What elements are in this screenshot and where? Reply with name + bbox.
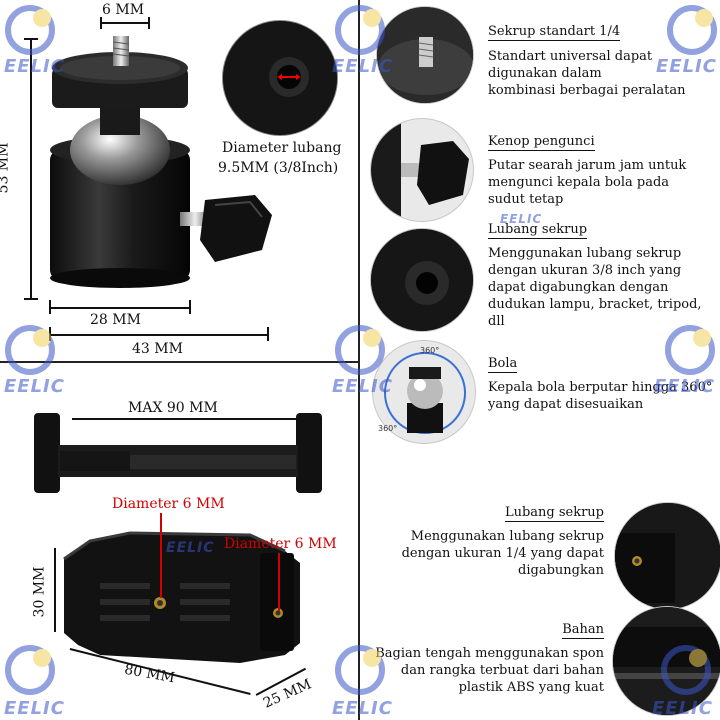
ball-badge-top: 360° xyxy=(420,346,440,355)
dim-line-hole2 xyxy=(278,553,280,611)
brand-logo-icon xyxy=(5,325,55,375)
horizontal-divider xyxy=(0,361,358,363)
dim-tick xyxy=(100,17,102,29)
watermark-text: EELIC xyxy=(332,56,393,77)
vertical-divider xyxy=(358,0,360,720)
clamp-dim-height: 30 MM xyxy=(31,566,48,618)
dim-line-max xyxy=(72,418,300,420)
feature-circle-clamp-hole xyxy=(614,502,720,610)
brand-logo-icon xyxy=(335,325,385,375)
watermark-text: EELIC xyxy=(332,698,393,719)
dim-line-top xyxy=(100,22,150,24)
feature-title-3: Lubang sekrup xyxy=(488,222,588,239)
brand-logo-icon xyxy=(665,325,715,375)
watermark-text: EELIC xyxy=(166,540,215,556)
dim-max: MAX 90 MM xyxy=(128,400,218,416)
clamp-hole-label-1: Diameter 6 MM xyxy=(112,496,225,512)
hole-label-1: Diameter lubang xyxy=(222,140,342,156)
dim-tick xyxy=(189,300,191,314)
clamp-hole-label-2: Diameter 6 MM xyxy=(224,536,337,552)
watermark-text: EELIC xyxy=(332,376,393,397)
dim-width: 43 MM xyxy=(132,341,183,357)
brand-logo-icon xyxy=(5,5,55,55)
watermark-text: EELIC xyxy=(4,698,65,719)
watermark-text: EELIC xyxy=(500,212,543,226)
feature-title-2: Kenop pengunci xyxy=(488,134,595,151)
clamp-illustration xyxy=(34,413,322,663)
watermark-text: EELIC xyxy=(4,56,65,77)
feature-title-1: Sekrup standart 1/4 xyxy=(488,24,621,41)
dim-line-base xyxy=(50,307,190,309)
feature-title-6: Bahan xyxy=(562,622,604,639)
feature-title-4: Bola xyxy=(488,356,518,373)
feature-circle-knob xyxy=(370,118,474,222)
brand-logo-icon xyxy=(335,645,385,695)
brand-logo-icon xyxy=(667,5,717,55)
dim-base: 28 MM xyxy=(90,312,141,328)
watermark-text: EELIC xyxy=(656,56,717,77)
dim-line-height xyxy=(30,38,32,300)
dim-height: 53 MM xyxy=(0,142,12,194)
dim-line-width xyxy=(50,334,268,336)
ball-badge-left: 360° xyxy=(378,424,398,433)
brand-logo-icon xyxy=(335,5,385,55)
brand-logo-icon xyxy=(5,645,55,695)
dim-tick xyxy=(24,38,38,40)
feature-circle-hole xyxy=(370,228,474,332)
feature-circle-screw xyxy=(376,6,474,104)
feature-text-4: Kepala bola berputar hingga 360°yang dap… xyxy=(488,380,713,412)
dim-line-hole1 xyxy=(160,513,162,598)
watermark-text: EELIC xyxy=(652,698,713,719)
dim-tick xyxy=(49,300,51,314)
hole-detail-circle xyxy=(222,20,338,136)
dim-screw-width: 6 MM xyxy=(102,2,145,18)
brand-logo-icon xyxy=(661,645,711,695)
feature-title-5: Lubang sekrup xyxy=(504,505,604,522)
watermark-text: EELIC xyxy=(4,376,65,397)
watermark-text: EELIC xyxy=(654,376,715,397)
ballhead-illustration xyxy=(50,36,272,288)
dim-tick xyxy=(148,17,150,29)
dim-line-clamp-height xyxy=(54,548,56,632)
dim-tick xyxy=(267,327,269,341)
hole-label-2: 9.5MM (3/8Inch) xyxy=(218,160,339,176)
dim-tick xyxy=(24,298,38,300)
feature-circle-ball xyxy=(372,340,476,444)
